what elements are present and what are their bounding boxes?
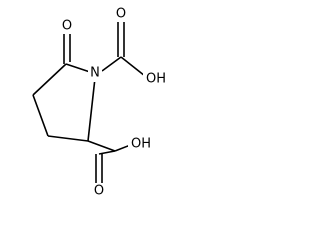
- bond-c3-c2: [47, 135, 89, 142]
- bond-cc2-link: [98, 150, 116, 155]
- atom-oh1-label: OH: [146, 72, 166, 87]
- bond-n-cc: [101, 56, 122, 72]
- structure-canvas: O N O OH OH O: [32, 6, 169, 199]
- atom-oh1: OH: [143, 71, 169, 87]
- atom-n: N: [88, 66, 102, 82]
- bond-c2-cc: [87, 140, 116, 152]
- atom-o2: O: [115, 6, 127, 22]
- atom-o1: O: [61, 18, 73, 34]
- bond-n-c5: [65, 63, 91, 73]
- atom-o3-label: O: [94, 184, 104, 199]
- atom-o2-label: O: [116, 7, 126, 22]
- molecule-drawing: O N O OH OH O: [32, 6, 169, 199]
- atom-n-label: N: [90, 66, 100, 81]
- atom-o3: O: [93, 183, 105, 199]
- bond-cc-oh: [120, 56, 146, 77]
- atom-oh2-label: OH: [131, 137, 151, 152]
- bond-c4-c3: [32, 94, 49, 137]
- bond-c5-c4: [32, 63, 67, 96]
- bond-c2-n: [87, 77, 96, 142]
- atom-oh2: OH: [128, 136, 154, 152]
- atom-o1-label: O: [62, 19, 72, 34]
